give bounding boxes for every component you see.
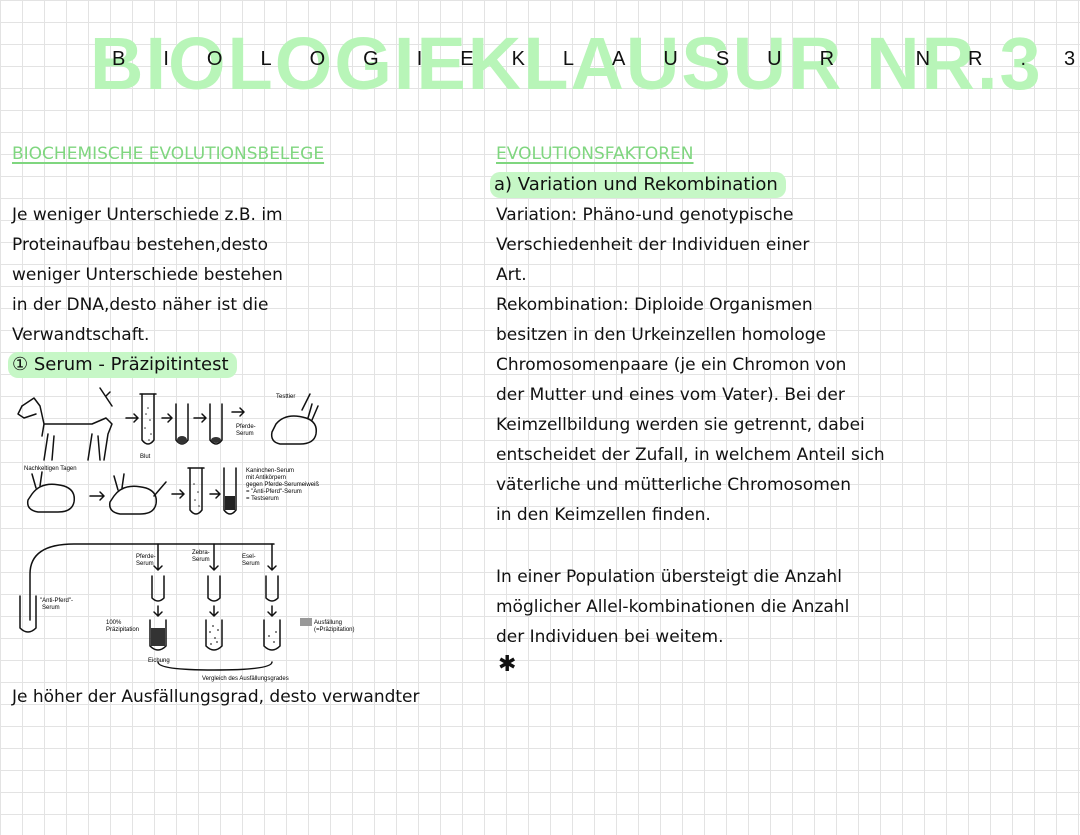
label-pferde-serum: Pferde- [236,424,256,430]
right-line: Chromosomenpaare (je ein Chromon von [496,355,847,375]
horse-icon [17,397,113,461]
arrow-icon [89,491,105,501]
right-line: Keimzellbildung werden sie getrennt, dab… [496,415,865,435]
right-text-block: Variation: Phäno-und genotypische Versch… [496,200,885,530]
arrow-icon [231,407,245,417]
test-tube-icon [207,575,221,602]
right-line: Verschiedenheit der Individuen einer [496,235,810,255]
label-kaninchen: mit Antikörpern [246,475,286,481]
label-zebra-serum: Serum [192,557,210,563]
right-line: entscheidet der Zufall, in welchem Antei… [496,445,885,465]
right-line: Art. [496,265,527,285]
arrow-icon [209,489,221,499]
label-kaninchen: = Testserum [246,496,279,502]
left-line: weniger Unterschiede bestehen [12,265,283,285]
label-ausfaellung: Ausfällung [314,620,342,626]
left-heading: BIOCHEMISCHE EVOLUTIONSBELEGE [12,144,325,164]
test-tube-icon [139,393,157,445]
right-line: väterliche und mütterliche Chromosomen [496,475,851,495]
label-eichung: Eichung [148,658,170,664]
arrow-icon [153,543,163,571]
label-praezipitation: 100% [106,620,122,626]
label-testtier: Testtier [276,394,295,400]
right-line: der Individuen bei weitem. [496,627,724,647]
test-tube-icon [149,619,167,651]
serum-precipitin-diagram: Testtier Pferde- Serum Blut Nachkeltigen… [17,387,355,682]
right-text-block-2: In einer Population übersteigt die Anzah… [496,562,849,652]
test-tube-icon [223,467,237,515]
syringe-icon [99,387,113,407]
right-line: Rekombination: Diploide Organismen [496,295,813,315]
label-blut: Blut [140,454,151,460]
tube-connector [29,543,275,621]
label-praezipitation: Präzipitation [106,627,139,633]
label-zebra-serum: Zebra- [192,550,210,556]
left-text-block: Je weniger Unterschiede z.B. im Proteina… [12,200,283,350]
syringe-icon [301,393,311,411]
left-line: in der DNA,desto näher ist die [12,295,269,315]
page-title: BIOLOGIEKLAUSUR NR.3 [90,22,1043,105]
asterisk-icon: ✱ [498,652,517,677]
test-tube-icon [265,575,279,602]
arrow-icon [209,605,219,617]
label-nachkeltigen: Nachkeltigen Tagen [24,466,77,472]
label-esel-serum: Serum [242,561,260,567]
rabbit-icon [270,403,319,445]
arrow-icon [161,413,173,423]
test-tube-icon [209,403,223,445]
left-line: Proteinaufbau bestehen,desto [12,235,268,255]
label-kaninchen: gegen Pferde-Serumeiweiß [246,482,319,488]
test-tube-icon [151,575,165,602]
left-line: Je weniger Unterschiede z.B. im [12,205,283,225]
label-pferde-serum: Serum [236,431,254,437]
label-kaninchen: = "Anti-Pferd"-Serum [246,489,302,495]
label-pferde-serum: Serum [136,561,154,567]
label-ausfaellung: (=Präzipitation) [314,627,355,633]
rabbit-icon [108,473,158,515]
label-kaninchen: Kaninchen-Serum [246,468,294,474]
label-anti-pferd: "Anti-Pferd"- [40,598,73,604]
label-anti-pferd: Serum [42,605,60,611]
label-esel-serum: Esel- [242,554,256,560]
right-line: besitzen in den Urkeinzellen homologe [496,325,826,345]
conclusion-text: Je höher der Ausfällungsgrad, desto verw… [12,687,420,707]
arrow-icon [209,543,219,571]
right-line: der Mutter und eines vom Vater). Bei der [496,385,845,405]
arrow-icon [125,413,139,423]
test-tube-icon [263,619,281,651]
comparison-bracket [157,661,273,671]
test-tube-icon [187,467,205,515]
arrow-icon [153,605,163,617]
page-title-overlay: BIOLOGIEKLAUSUR NR.3 [112,48,1080,70]
right-line: Variation: Phäno-und genotypische [496,205,794,225]
syringe-icon [153,481,167,497]
label-pferde-serum: Pferde- [136,554,156,560]
right-line: In einer Population übersteigt die Anzah… [496,567,842,587]
rabbit-icon [26,471,76,513]
arrow-icon [171,489,185,499]
test-tube-icon [205,619,223,651]
serum-test-label: ① Serum - Präzipitintest [8,352,237,378]
variation-label: a) Variation und Rekombination [490,172,786,198]
right-line: in den Keimzellen finden. [496,505,711,525]
arrow-icon [267,605,277,617]
arrow-icon [193,413,207,423]
left-line: Verwandtschaft. [12,325,150,345]
test-tube-icon [19,595,37,633]
right-line: möglicher Allel-kombinationen die Anzahl [496,597,850,617]
right-heading: EVOLUTIONSFAKTOREN [496,144,694,164]
label-vergleich: Vergleich des Ausfällungsgrades [202,676,289,682]
arrow-icon [267,543,277,571]
